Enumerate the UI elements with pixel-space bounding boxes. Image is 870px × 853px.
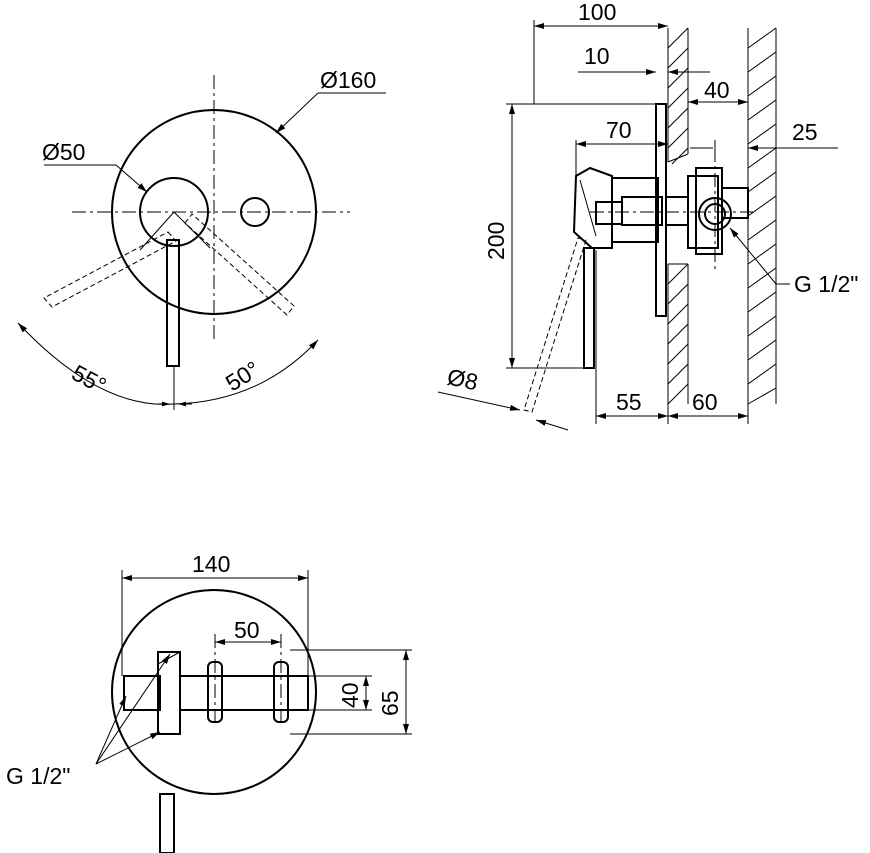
- dim-50-label: 50: [234, 617, 260, 643]
- lever-rotated-right: [184, 213, 295, 316]
- bottom-valve-inlet: [123, 675, 161, 711]
- valve-stem-side: [595, 201, 623, 225]
- dim-60-label: 60: [692, 389, 718, 415]
- dim-70-label: 70: [606, 117, 632, 143]
- dim-200-label: 200: [483, 222, 509, 260]
- bottom-thread-label: G 1/2": [6, 763, 70, 789]
- valve-body-side: [611, 177, 659, 243]
- handle-base-circle: [139, 177, 209, 247]
- bottom-plate-circle: [111, 589, 317, 795]
- wall-back-hatch: [747, 27, 777, 405]
- wall-front-hatch: [667, 27, 689, 405]
- handle-side-inner: [579, 179, 597, 237]
- plate-diameter-leader: [275, 92, 319, 134]
- bottom-lever: [159, 793, 175, 853]
- bottom-thread-leader-1: [95, 695, 127, 765]
- handle-diameter-leader: [115, 164, 148, 193]
- dim-100-label: 100: [578, 0, 616, 25]
- dim-140-label: 140: [192, 551, 230, 577]
- lever-side-rotated: [523, 237, 587, 413]
- handle-side: [572, 166, 613, 249]
- plate-diameter-label: Ø160: [320, 67, 376, 93]
- dim-55-label: 55: [616, 389, 642, 415]
- valve-outlet-side: [665, 196, 689, 226]
- dim-10-label: 10: [584, 43, 610, 69]
- inlet-stub-side: [721, 187, 749, 219]
- lever-hub-line-right: [173, 211, 211, 249]
- lever-front: [166, 239, 180, 367]
- lever-diameter-leader-2: [535, 419, 569, 431]
- bottom-valve-body: [157, 651, 181, 735]
- bottom-thread-leader-3: [95, 653, 171, 765]
- cover-plate-circle: [111, 109, 317, 315]
- bottom-view: 140 50 40 65 G 1/2": [6, 551, 412, 853]
- lever-diameter-leader: [437, 391, 521, 411]
- side-thread-label: G 1/2": [794, 271, 858, 297]
- bottom-body-diagonal: [157, 651, 181, 665]
- lever-hub-line-left: [139, 211, 175, 251]
- bottom-thread-leader-2: [95, 731, 161, 765]
- front-view: 55° 50° Ø160 Ø50: [17, 67, 386, 410]
- side-view: 100 10 40 70 25 200 55 60 Ø8 G 1/2": [437, 0, 858, 431]
- handle-diameter-label: Ø50: [42, 139, 85, 165]
- lever-rotated-left: [43, 231, 177, 308]
- angle-left-label: 55°: [68, 359, 111, 398]
- dim-65-label: 65: [377, 690, 403, 716]
- dim-40-label: 40: [704, 77, 730, 103]
- angle-right-label: 50°: [221, 356, 264, 396]
- side-thread-leader: [729, 227, 790, 285]
- lever-diameter-label: Ø8: [445, 363, 480, 395]
- dim-25-label: 25: [792, 119, 818, 145]
- lever-side: [583, 247, 595, 369]
- bottom-pipe-main: [179, 675, 309, 711]
- dim-40-bottom-label: 40: [337, 682, 363, 708]
- diverter-knob-circle: [240, 197, 270, 227]
